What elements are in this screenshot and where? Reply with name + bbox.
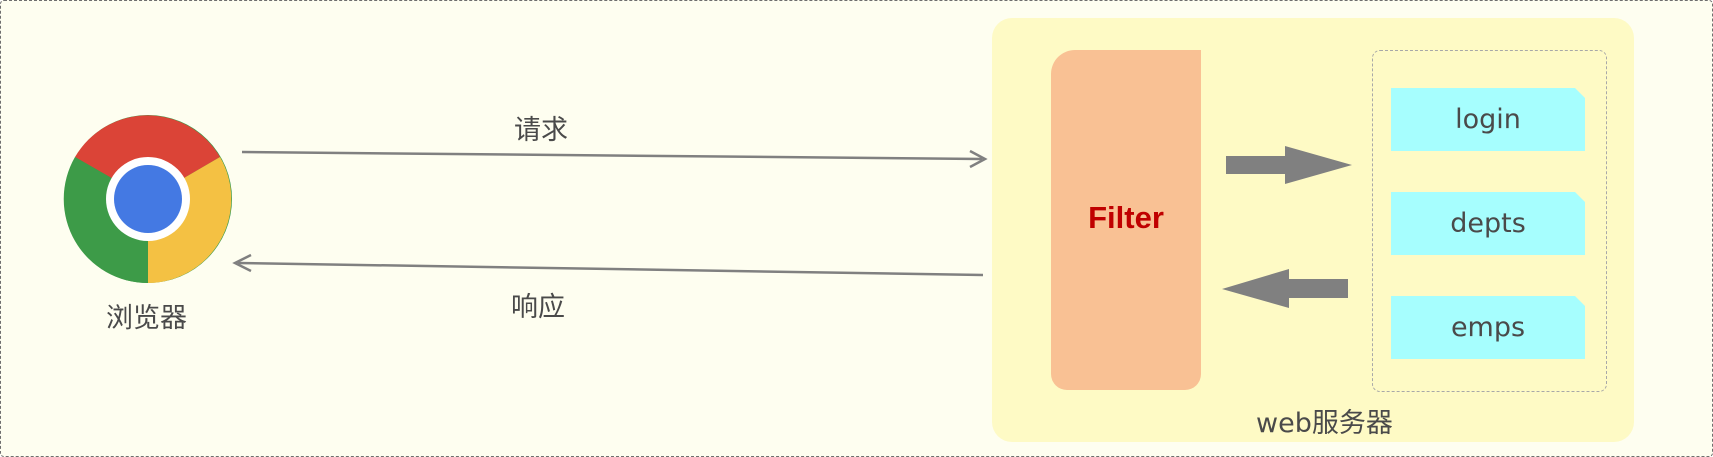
- web-server-label: web服务器: [1256, 408, 1393, 439]
- resource-depts: depts: [1391, 192, 1585, 255]
- resource-group: [1372, 50, 1607, 392]
- filter-label: Filter: [1088, 200, 1164, 235]
- resource-login: login: [1391, 88, 1585, 151]
- backward-block-arrow: [1222, 269, 1348, 308]
- response-label: 响应: [511, 292, 565, 323]
- resource-emps: emps: [1391, 296, 1585, 359]
- request-label: 请求: [514, 115, 568, 146]
- filter-box: Filter: [1051, 50, 1201, 390]
- chrome-browser-icon: [63, 115, 232, 284]
- browser-label: 浏览器: [106, 303, 187, 334]
- response-arrow: [232, 253, 984, 277]
- forward-block-arrow: [1226, 146, 1352, 184]
- request-arrow: [241, 149, 988, 169]
